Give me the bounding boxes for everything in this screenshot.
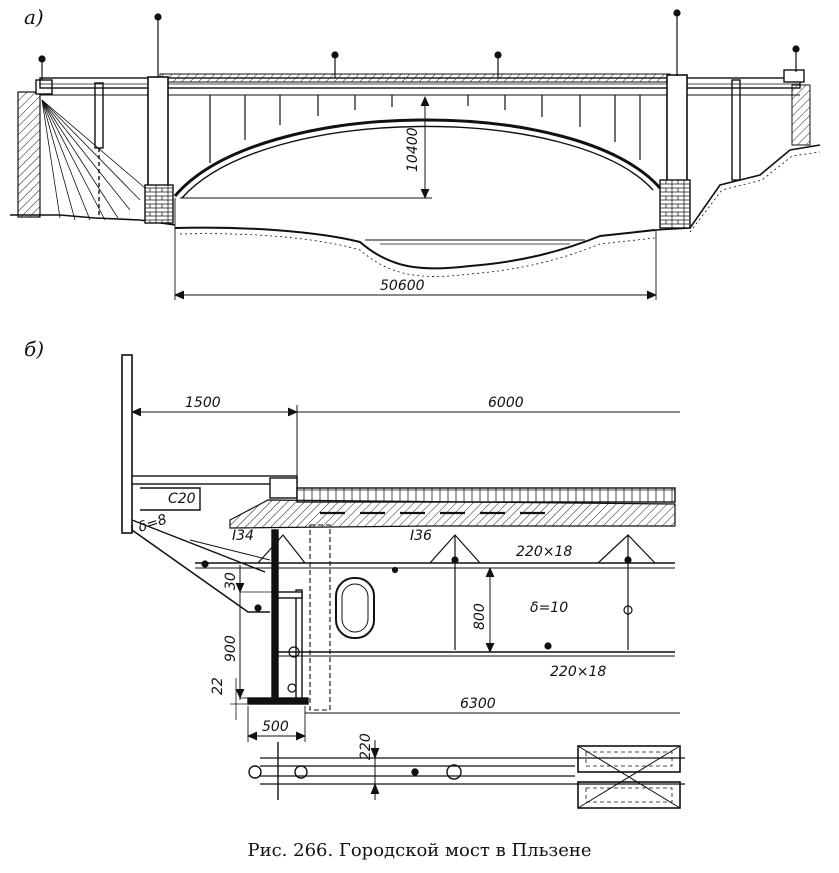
web-opening <box>335 577 375 639</box>
main-girder-web <box>271 529 279 703</box>
web-height-label: 800 <box>472 603 488 630</box>
arch-rise-value: 10400 <box>405 127 421 172</box>
railing-post <box>121 354 133 534</box>
main-arch <box>173 118 662 197</box>
arch-posts <box>209 95 641 163</box>
roadway-pavement <box>296 487 676 503</box>
span-value: 50600 <box>380 278 425 294</box>
left-pier <box>147 76 169 188</box>
main-girder-flange <box>247 697 309 705</box>
flange-top-label: 220×18 <box>516 544 572 560</box>
dim-roadway: 6000 <box>488 395 524 411</box>
web-label: δ=10 <box>530 600 568 616</box>
dim-6300: 6300 <box>460 696 496 712</box>
left-abutment <box>17 91 41 218</box>
flange-bottom-label: 220×18 <box>550 664 606 680</box>
cross-section-view <box>121 354 685 809</box>
left-embankment-fan <box>41 99 146 221</box>
beam-right-label: I36 <box>410 528 432 544</box>
dim-900: 900 <box>223 635 239 662</box>
channel-c20 <box>140 487 201 511</box>
dim-500: 500 <box>262 719 289 735</box>
cantilever-plate <box>131 525 270 613</box>
lamp-posts <box>38 9 800 80</box>
part-b-label: б) <box>24 337 44 361</box>
figure-caption: Рис. 266. Городской мост в Пльзене <box>247 840 592 861</box>
river-bed-hatch <box>179 233 656 277</box>
dim-220: 220 <box>358 733 374 760</box>
curb <box>269 477 298 499</box>
right-pier <box>666 74 688 186</box>
part-a-label: а) <box>24 5 44 29</box>
dim-sidewalk: 1500 <box>185 395 221 411</box>
dashed-crossbeam <box>309 524 331 711</box>
dim-30: 30 <box>223 572 239 590</box>
river-bed <box>174 226 656 270</box>
beam-left-label: I34 <box>232 528 254 544</box>
channel-label: C20 <box>168 491 196 507</box>
elevation-view <box>10 9 821 300</box>
dim-22: 22 <box>210 677 226 695</box>
